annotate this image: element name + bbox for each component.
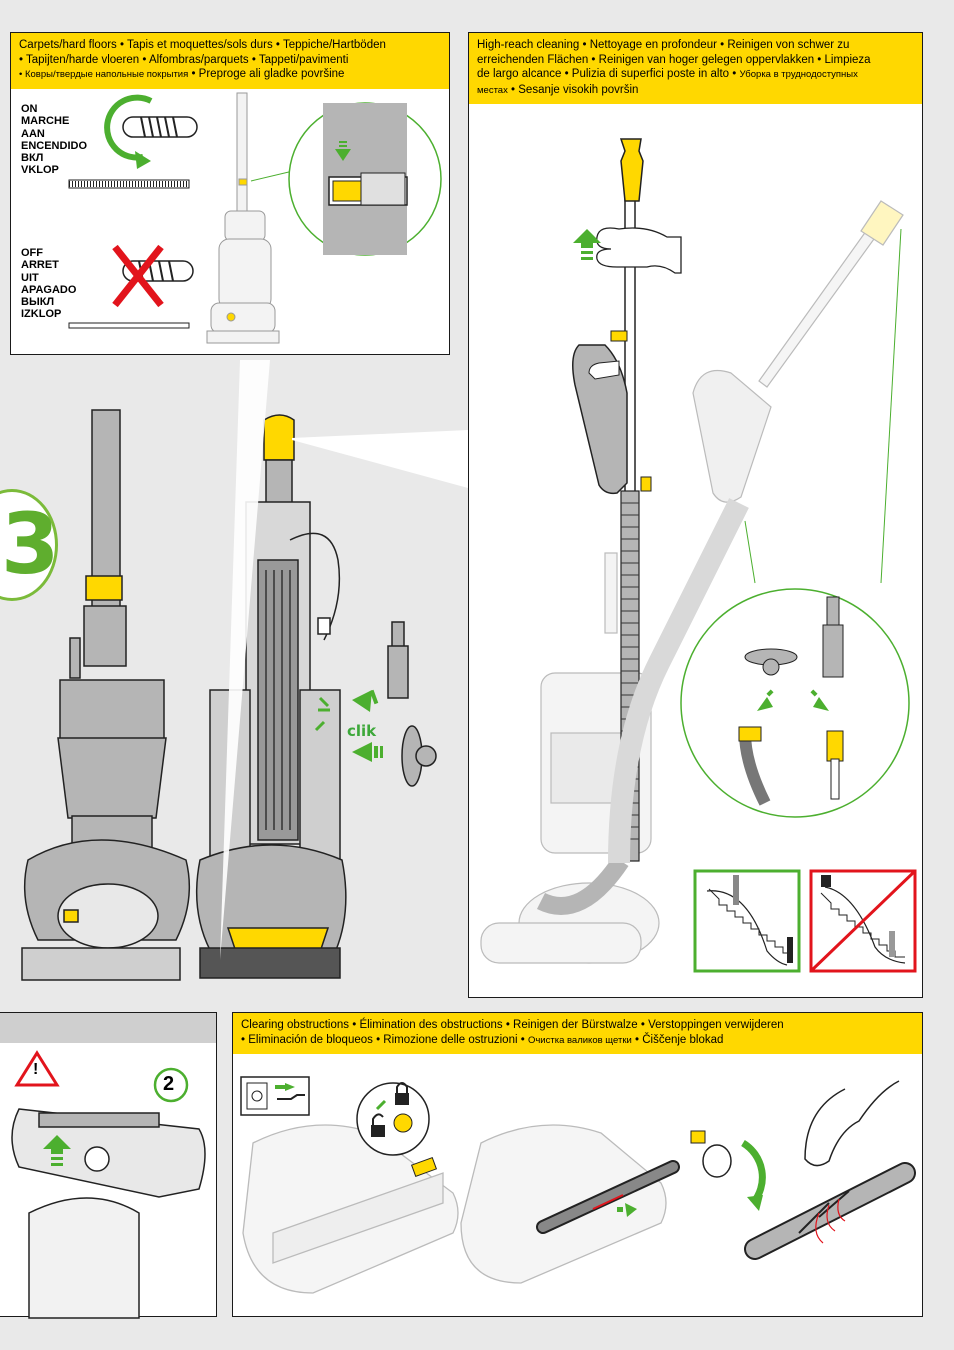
vacuum-main-illustration — [21, 360, 468, 981]
brushbar-removal-panel: ! 2 — [0, 1012, 217, 1319]
clik-label: clik — [347, 722, 377, 740]
high-reach-header-line-3-ru: Уборка в труднодоступных — [739, 69, 858, 80]
step-number: 3 — [1, 495, 60, 593]
on-label: ВКЛ — [21, 152, 44, 165]
on-label: ENCENDIDO — [21, 139, 88, 152]
brushbar-removal-header — [0, 1013, 216, 1043]
off-label: IZKLOP — [21, 308, 62, 321]
obstructions-header-line-2a: • Eliminación de bloqueos • Rimozione de… — [241, 1033, 528, 1046]
carpets-header: Carpets/hard floors • Tapis et moquettes… — [11, 33, 449, 89]
brush-on-illustration — [68, 92, 442, 344]
on-label: AAN — [21, 127, 45, 140]
obstructions-header: Clearing obstructions • Élimination des … — [233, 1013, 922, 1054]
off-label: ВЫКЛ — [21, 296, 55, 309]
badge-number: 2 — [163, 1073, 175, 1095]
high-reach-panel: High-reach cleaning • Nettoyage en profo… — [468, 32, 923, 998]
obstructions-header-line-1: Clearing obstructions • Élimination des … — [241, 1019, 784, 1031]
obstructions-header-line-2-ru: Очистка валиков щетки — [527, 1034, 632, 1046]
obstructions-panel: Clearing obstructions • Élimination des … — [232, 1012, 923, 1317]
warning-symbol: ! — [33, 1061, 39, 1078]
carpets-header-line-3-ru: • Ковры/твердые напольные покрытия — [19, 69, 189, 80]
carpets-header-line-3: • Preproge ali gladke površine — [188, 68, 345, 80]
off-label: ARRET — [21, 259, 59, 272]
obstructions-illustration — [240, 1076, 916, 1294]
on-labels: ON MARCHE AAN ENCENDIDO ВКЛ VKLOP — [21, 103, 87, 177]
on-label: MARCHE — [21, 115, 70, 128]
off-label: OFF — [21, 247, 43, 259]
high-reach-header-line-2: erreichenden Flächen • Reinigen van hoge… — [477, 53, 871, 66]
high-reach-header: High-reach cleaning • Nettoyage en profo… — [469, 33, 922, 104]
off-label: APAGADO — [21, 283, 77, 296]
on-label: ON — [21, 103, 38, 115]
carpets-header-line-2: • Tapijten/harde vloeren • Alfombras/par… — [19, 53, 349, 66]
carpets-panel: Carpets/hard floors • Tapis et moquettes… — [10, 32, 450, 355]
high-reach-header-line-3: de largo alcance • Pulizia di superfici … — [477, 68, 740, 80]
high-reach-header-line-4: • Sesanje visokih površin — [507, 83, 639, 96]
obstructions-header-line-2b: • Čiščenje blokad — [631, 1033, 724, 1046]
step-number-badge: 3 — [0, 489, 60, 601]
high-reach-header-line-4-ru: местах — [477, 84, 508, 96]
brushbar-removal-illustration — [11, 1050, 206, 1319]
off-label: UIT — [21, 271, 39, 284]
high-reach-illustration — [480, 138, 917, 973]
carpets-header-line-1: Carpets/hard floors • Tapis et moquettes… — [19, 39, 386, 51]
on-label: VKLOP — [21, 164, 59, 177]
high-reach-header-line-1: High-reach cleaning • Nettoyage en profo… — [477, 39, 850, 51]
off-labels: OFF ARRET UIT APAGADO ВЫКЛ IZKLOP — [21, 247, 76, 321]
